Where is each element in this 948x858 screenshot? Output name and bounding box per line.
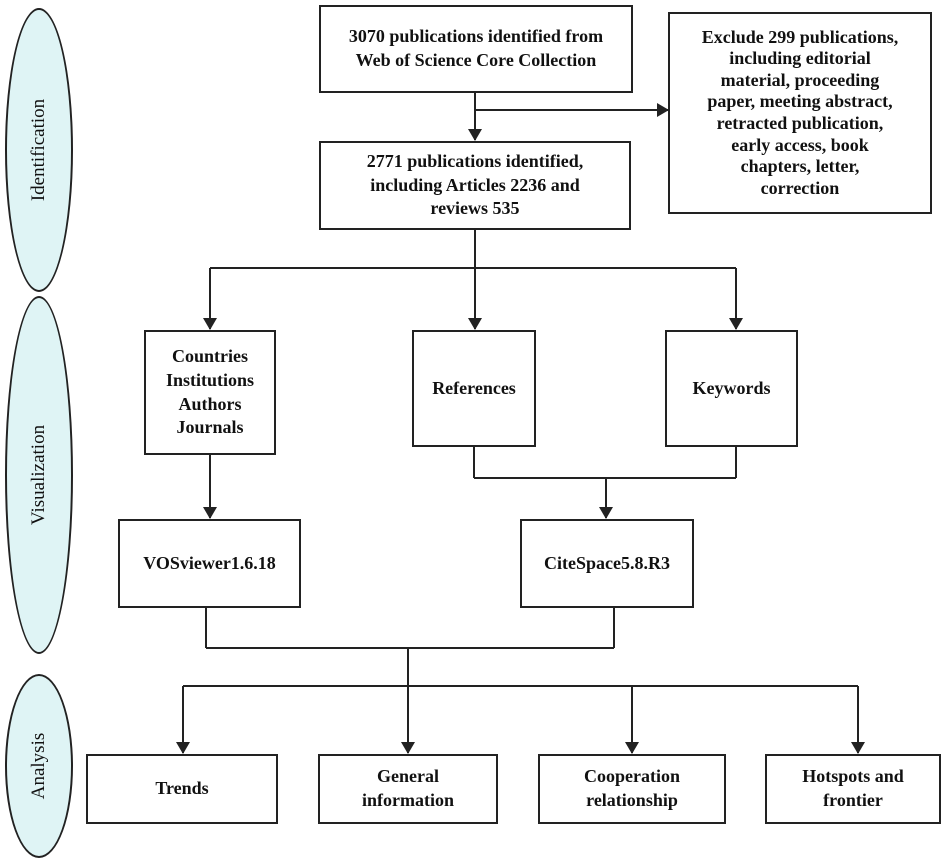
stage-visualization-label: Visualization [28, 424, 49, 526]
box-excluded: Exclude 299 publications, including edit… [668, 12, 932, 214]
box-keywords: Keywords [665, 330, 798, 447]
box-references: References [412, 330, 536, 447]
box-vosviewer: VOSviewer1.6.18 [118, 519, 301, 608]
box-included: 2771 publications identified, including … [319, 141, 631, 230]
box-cooperation-relationship: Cooperation relationship [538, 754, 726, 824]
box-hotspots-frontier: Hotspots and frontier [765, 754, 941, 824]
box-countries: Countries Institutions Authors Journals [144, 330, 276, 455]
box-source: 3070 publications identified from Web of… [319, 5, 633, 93]
stage-analysis: Analysis [5, 674, 73, 858]
stage-identification: Identification [5, 8, 73, 292]
stage-identification-label: Identification [28, 98, 49, 202]
stage-visualization: Visualization [5, 296, 73, 654]
box-general-information: General information [318, 754, 498, 824]
stage-analysis-label: Analysis [28, 732, 49, 800]
box-trends: Trends [86, 754, 278, 824]
box-citespace: CiteSpace5.8.R3 [520, 519, 694, 608]
